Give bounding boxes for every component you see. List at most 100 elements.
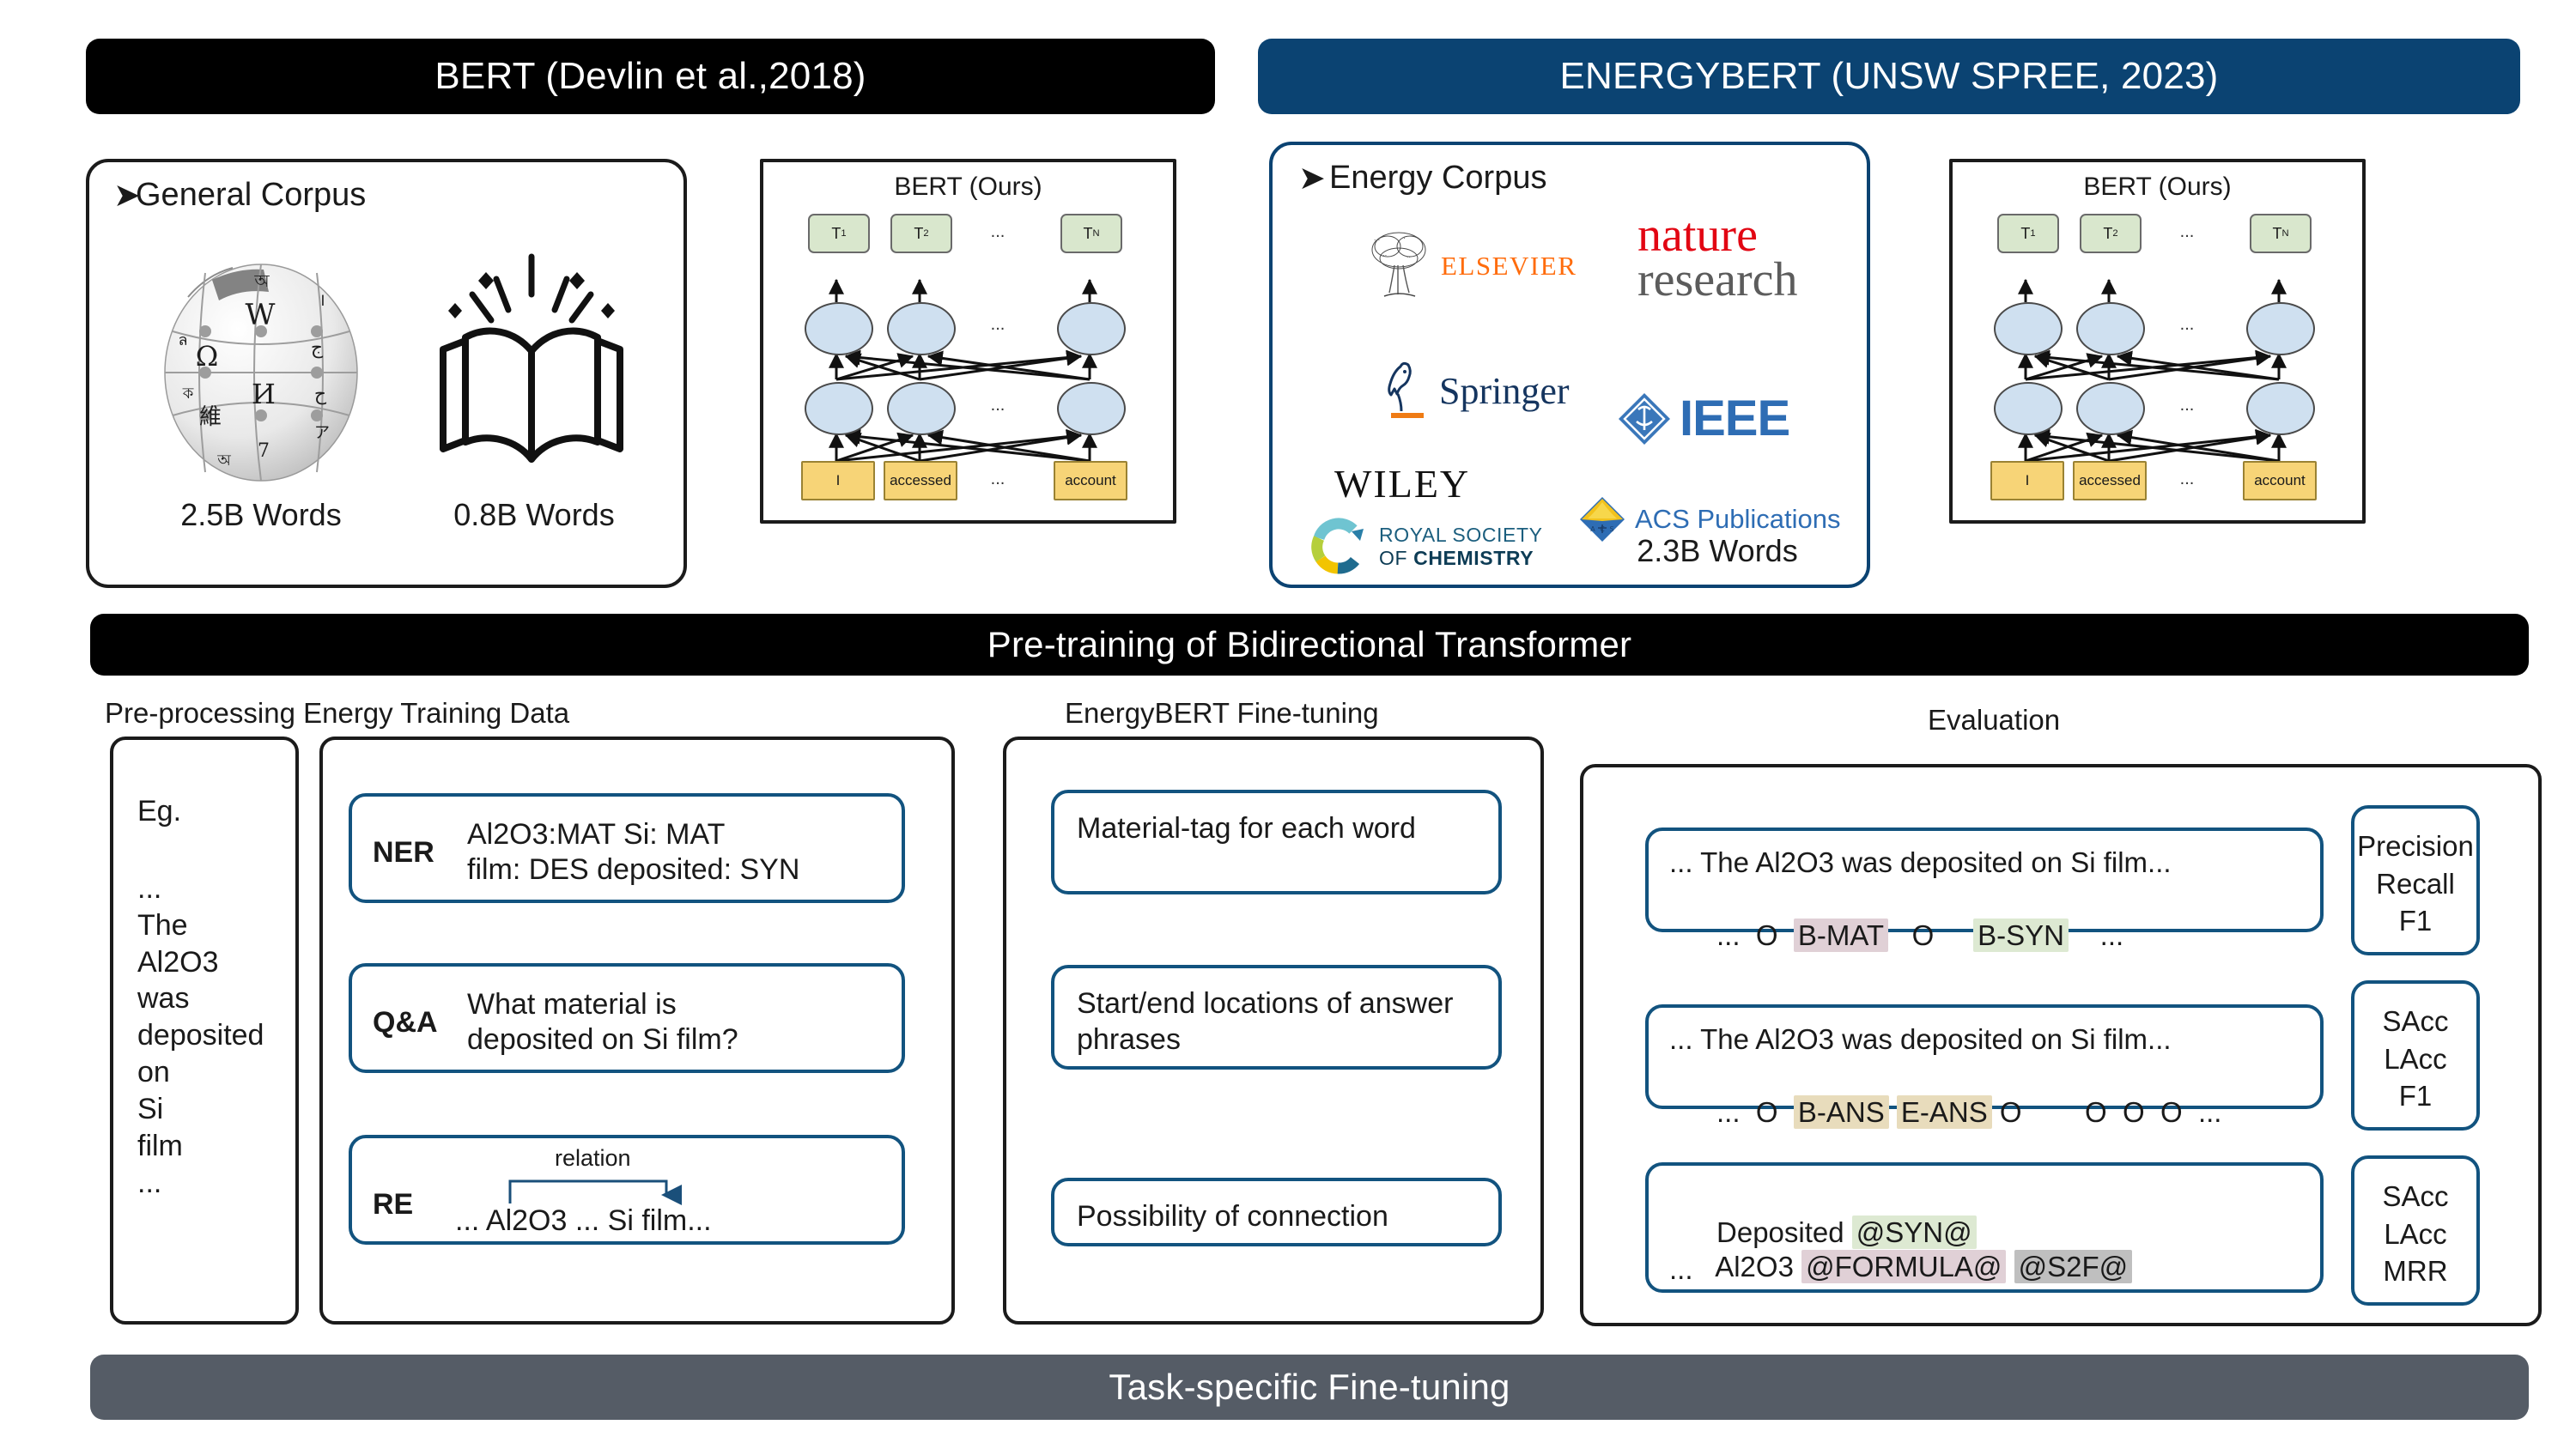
bert-token-label: T bbox=[1083, 224, 1093, 242]
bert-token-label: T bbox=[2272, 224, 2282, 242]
evaluation-metrics-2: SAcc LAcc MRR bbox=[2354, 1178, 2476, 1290]
bert-input-2-right: account bbox=[2243, 461, 2317, 500]
eval-line1-pre: Deposited bbox=[1716, 1216, 1852, 1248]
svg-text:ج: ج bbox=[311, 337, 324, 359]
svg-text:Ω: Ω bbox=[196, 340, 219, 373]
evaluation-sentence-box-2[interactable]: Deposited @SYN@ Al2O3 @FORMULA@ @S2F@ ..… bbox=[1645, 1162, 2324, 1293]
example-line-0: ... bbox=[137, 872, 162, 905]
ner-task-box[interactable]: NER Al2O3:MAT Si: MAT film: DES deposite… bbox=[349, 793, 905, 903]
bullet-arrow-icon: ➤ bbox=[1298, 161, 1326, 197]
eval-tag-syn: @SYN@ bbox=[1851, 1215, 1977, 1249]
svg-text:।: । bbox=[319, 289, 325, 310]
bert-network-edges-right bbox=[2018, 278, 2287, 463]
pretraining-banner-label: Pre-training of Bidirectional Transforme… bbox=[987, 624, 1632, 664]
bert-token-label: T bbox=[2103, 224, 2113, 242]
general-corpus-words-0: 2.5B Words bbox=[180, 497, 342, 532]
finetuning-box-1[interactable]: Start/end locations of answer phrases bbox=[1051, 965, 1502, 1070]
rsc-line2-chemistry: CHEMISTRY bbox=[1413, 547, 1534, 569]
springer-wordmark: Springer bbox=[1439, 369, 1570, 412]
example-line-8: ... bbox=[137, 1166, 162, 1199]
rsc-line1: ROYAL SOCIETY bbox=[1379, 523, 1543, 546]
bert-cell-0-0-left bbox=[805, 302, 873, 355]
eval-tag-eans: E-ANS bbox=[1896, 1094, 1992, 1129]
springer-knight-icon bbox=[1388, 361, 1424, 418]
bullet-arrow-icon: ➤ bbox=[113, 178, 141, 214]
evaluation-sentence-box-1[interactable]: ... The Al2O3 was deposited on Si film..… bbox=[1645, 1004, 2324, 1129]
qa-label: Q&A bbox=[373, 1005, 438, 1039]
nature-research-logo: nature research bbox=[1637, 209, 1798, 306]
bert-dots-tokens-right: ... bbox=[2179, 222, 2195, 241]
elsevier-logo: ••••• ••••• ELSEVIER bbox=[1367, 231, 1577, 301]
bert-dots-inputs-left: ... bbox=[990, 470, 1005, 488]
general-corpus-title: General Corpus bbox=[136, 177, 367, 213]
bert-box-title-right: BERT (Ours) bbox=[2083, 173, 2232, 201]
re-sentence: ... Al2O3 ... Si film... bbox=[455, 1204, 712, 1237]
bert-dots-layer2-left: ... bbox=[990, 315, 1005, 334]
evaluation-sentence-1: ... The Al2O3 was deposited on Si film..… bbox=[1669, 1023, 2172, 1055]
bert-dots-tokens-left: ... bbox=[990, 222, 1005, 241]
eval-tag-post-1: O O O O ... bbox=[1991, 1095, 2222, 1128]
evaluation-tags-0: ... O B-MAT O B-SYN ... bbox=[1669, 881, 2123, 991]
evaluation-metrics-box-2[interactable]: SAcc LAcc MRR bbox=[2351, 1155, 2480, 1306]
example-text-card: Eg. ... The Al2O3 was deposited on Si fi… bbox=[110, 737, 299, 1325]
bert-token-sub: 2 bbox=[923, 228, 929, 239]
svg-text:ล: ล bbox=[178, 331, 187, 349]
qa-row: Q&A What material is deposited on Si fil… bbox=[373, 987, 738, 1058]
wiley-wordmark: WILEY bbox=[1334, 462, 1471, 506]
finetuning-box-0[interactable]: Material-tag for each word bbox=[1051, 790, 1502, 894]
metric-0-2: F1 bbox=[2398, 905, 2433, 937]
acs-wordmark: ACS Publications bbox=[1635, 504, 1841, 534]
research-wordmark: research bbox=[1637, 252, 1798, 306]
elsevier-tree-icon: ••••• ••••• bbox=[1371, 232, 1426, 297]
qa-task-box[interactable]: Q&A What material is deposited on Si fil… bbox=[349, 963, 905, 1073]
metric-1-1: LAcc bbox=[2384, 1042, 2447, 1075]
eval-tag-pre-1: ... O bbox=[1716, 1095, 1794, 1128]
task-specific-banner-label: Task-specific Fine-tuning bbox=[1109, 1367, 1510, 1407]
bert-dots-layer1-right: ... bbox=[2179, 396, 2195, 415]
eval-tag-mid-1 bbox=[1889, 1096, 1897, 1128]
example-line-2: Al2O3 bbox=[137, 945, 219, 979]
nature-wordmark: nature bbox=[1637, 209, 1758, 262]
bert-cell-0-2-right bbox=[2246, 302, 2315, 355]
evaluation-tags-1: ... O B-ANS E-ANS O O O O ... bbox=[1669, 1058, 2221, 1168]
eval-tag-mid-0: O bbox=[1888, 919, 1974, 951]
task-specific-banner: Task-specific Fine-tuning bbox=[90, 1355, 2529, 1420]
eval-tag-bans: B-ANS bbox=[1793, 1094, 1889, 1129]
bert-cell-0-2-left bbox=[1057, 302, 1126, 355]
evaluation-metrics-box-1[interactable]: SAcc LAcc F1 bbox=[2351, 980, 2480, 1131]
bert-cell-1-2-right bbox=[2246, 382, 2315, 435]
bert-cell-1-1-left bbox=[887, 382, 956, 435]
bert-input-1-right: accessed bbox=[2073, 461, 2147, 500]
example-line-4: deposited bbox=[137, 1019, 264, 1052]
evaluation-relation-line-1: Deposited @SYN@ bbox=[1669, 1178, 1977, 1288]
re-task-box[interactable]: RE relation ... Al2O3 ... Si film... bbox=[349, 1135, 905, 1245]
svg-text:ア: ア bbox=[314, 424, 330, 442]
svg-text:••: •• bbox=[1406, 255, 1411, 259]
evaluation-sentence-0: ... The Al2O3 was deposited on Si film..… bbox=[1669, 846, 2172, 878]
bert-dots-inputs-right: ... bbox=[2179, 470, 2195, 488]
finetuning-card: Material-tag for each word Start/end loc… bbox=[1003, 737, 1544, 1325]
evaluation-metrics-box-0[interactable]: Precision Recall F1 bbox=[2351, 805, 2480, 955]
finetuning-box-2[interactable]: Possibility of connection bbox=[1051, 1178, 1502, 1246]
eval-tag-bmat: B-MAT bbox=[1793, 918, 1889, 952]
re-label: RE bbox=[373, 1188, 414, 1221]
eval-tag-formula: @FORMULA@ bbox=[1801, 1249, 2007, 1283]
metric-2-0: SAcc bbox=[2382, 1180, 2449, 1212]
finetuning-box-0-label: Material-tag for each word bbox=[1077, 812, 1416, 845]
bert-token-label: T bbox=[914, 224, 924, 242]
re-relation-label: relation bbox=[555, 1145, 631, 1171]
eval-tag-pre-0: ... O bbox=[1716, 919, 1794, 951]
evaluation-sentence-box-0[interactable]: ... The Al2O3 was deposited on Si film..… bbox=[1645, 828, 2324, 952]
example-line-5: on bbox=[137, 1056, 170, 1089]
bert-input-1-left: accessed bbox=[884, 461, 957, 500]
energy-corpus-title-row: ➤ Energy Corpus bbox=[1298, 159, 1546, 197]
